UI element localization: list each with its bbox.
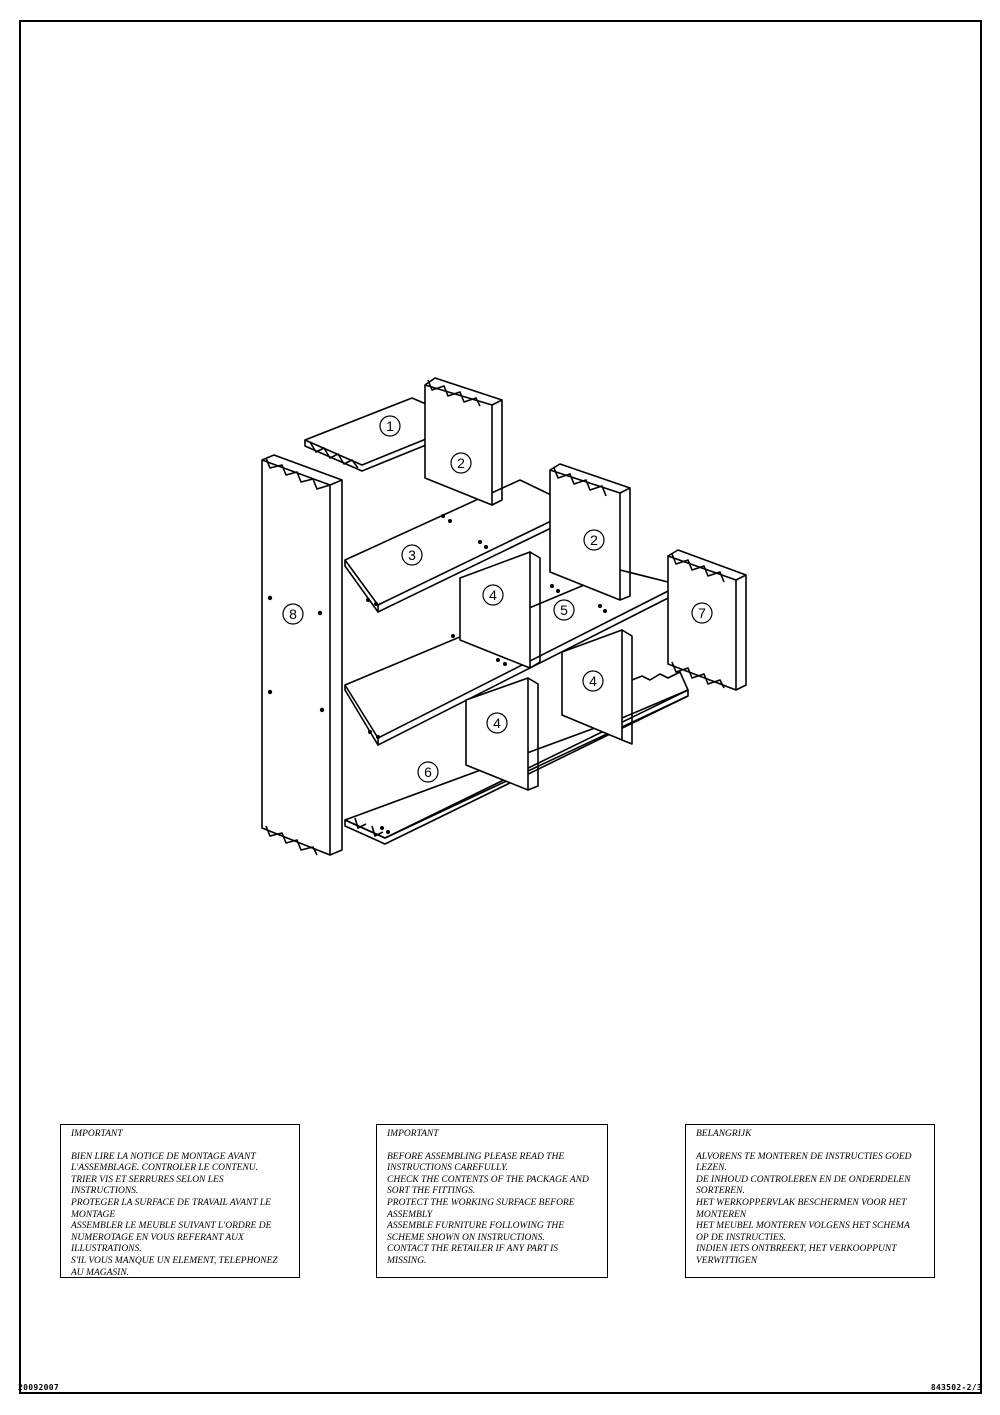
svg-text:4: 4: [489, 587, 497, 603]
part-label: 3: [401, 544, 423, 566]
svg-text:5: 5: [560, 602, 568, 618]
notice-line: OP DE INSTRUCTIES.: [696, 1232, 786, 1243]
document-date-code: 20092007: [18, 1383, 59, 1392]
notice-line: MONTAGE: [71, 1209, 116, 1220]
part-labels: 1 2 2 3 4 4 4 5: [282, 415, 713, 783]
notice-line: ILLUSTRATIONS.: [71, 1244, 142, 1255]
part-label: 8: [282, 603, 304, 625]
side-part-2-upper: [424, 377, 503, 506]
notice-line: LEZEN.: [696, 1163, 727, 1174]
notice-title: BELANGRIJK: [696, 1129, 752, 1139]
part-label: 6: [417, 761, 439, 783]
notice-line: MONTEREN: [696, 1209, 747, 1220]
notice-line: PROTEGER LA SURFACE DE TRAVAIL AVANT LE: [71, 1197, 271, 1208]
notice-line: ASSEMBLE FURNITURE FOLLOWING THE: [387, 1221, 565, 1232]
dowel-holes: [267, 514, 607, 834]
notice-line: SORT THE FITTINGS.: [387, 1186, 476, 1197]
document-reference-code: 843502-2/3: [930, 1383, 982, 1392]
part-label: 1: [379, 415, 401, 437]
notice-line: SORTEREN.: [696, 1186, 745, 1197]
svg-text:2: 2: [457, 455, 465, 471]
notice-line: AU MAGASIN.: [71, 1267, 130, 1278]
part-label: 5: [553, 599, 575, 621]
notice-line: NUMEROTAGE EN VOUS REFERANT AUX: [71, 1232, 244, 1243]
notice-line: INDIEN IETS ONTBREEKT, HET VERKOOPPUNT: [696, 1244, 897, 1255]
svg-text:1: 1: [386, 418, 394, 434]
notice-line: TRIER VIS ET SERRURES SELON LES: [71, 1174, 224, 1185]
notice-line: ASSEMBLY: [387, 1209, 433, 1220]
notice-line: HET MEUBEL MONTEREN VOLGENS HET SCHEMA: [696, 1221, 910, 1232]
notice-dutch: BELANGRIJK ALVORENS TE MONTEREN DE INSTR…: [685, 1124, 935, 1278]
divider-part-4-upper: [459, 551, 541, 669]
part-label: 4: [482, 584, 504, 606]
notice-line: CHECK THE CONTENTS OF THE PACKAGE AND: [387, 1174, 589, 1185]
part-label: 4: [582, 670, 604, 692]
notice-line: ASSEMBLER LE MEUBLE SUIVANT L'ORDRE DE: [71, 1221, 272, 1232]
notice-line: BEFORE ASSEMBLING PLEASE READ THE: [387, 1151, 565, 1162]
svg-text:3: 3: [408, 547, 416, 563]
part-label: 7: [691, 602, 713, 624]
part-label: 4: [486, 712, 508, 734]
svg-text:7: 7: [698, 605, 706, 621]
notice-line: SCHEME SHOWN ON INSTRUCTIONS.: [387, 1232, 545, 1243]
notice-line: INSTRUCTIONS CAREFULLY.: [387, 1163, 508, 1174]
notice-line: VERWITTIGEN: [696, 1255, 758, 1266]
svg-text:8: 8: [289, 606, 297, 622]
svg-text:6: 6: [424, 764, 432, 780]
svg-text:4: 4: [589, 673, 597, 689]
page-border: [19, 20, 982, 1394]
notice-line: CONTACT THE RETAILER IF ANY PART IS: [387, 1244, 559, 1255]
side-panel-part-8: [261, 454, 343, 856]
notice-line: DE INHOUD CONTROLEREN EN DE ONDERDELEN: [696, 1174, 911, 1185]
notice-line: INSTRUCTIONS.: [71, 1186, 139, 1197]
notice-line: MISSING.: [387, 1255, 427, 1266]
divider-part-4-lower: [465, 677, 539, 791]
notice-title: IMPORTANT: [71, 1129, 123, 1139]
notice-line: L'ASSEMBLAGE. CONTROLER LE CONTENU.: [71, 1163, 259, 1174]
notice-line: S'IL VOUS MANQUE UN ELEMENT, TELEPHONEZ: [71, 1255, 278, 1266]
svg-text:2: 2: [590, 532, 598, 548]
part-label: 2: [450, 452, 472, 474]
notice-line: HET WERKOPPERVLAK BESCHERMEN VOOR HET: [696, 1197, 907, 1208]
notice-line: BIEN LIRE LA NOTICE DE MONTAGE AVANT: [71, 1151, 256, 1162]
part-label: 2: [583, 529, 605, 551]
svg-text:4: 4: [493, 715, 501, 731]
notice-line: ALVORENS TE MONTEREN DE INSTRUCTIES GOED: [696, 1151, 912, 1162]
notice-title: IMPORTANT: [387, 1129, 439, 1139]
notice-french: IMPORTANT BIEN LIRE LA NOTICE DE MONTAGE…: [60, 1124, 300, 1278]
notice-english: IMPORTANT BEFORE ASSEMBLING PLEASE READ …: [376, 1124, 608, 1278]
notice-line: PROTECT THE WORKING SURFACE BEFORE: [387, 1197, 575, 1208]
